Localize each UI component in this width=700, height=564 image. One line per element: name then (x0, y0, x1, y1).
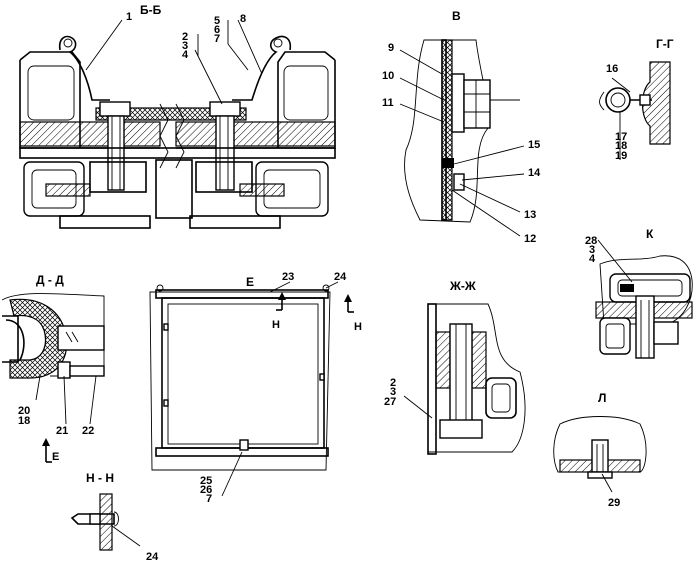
label-29: 29 (608, 497, 620, 509)
label-15: 15 (528, 139, 540, 151)
label-23: 23 (282, 271, 294, 283)
view-dd-glass (57, 325, 105, 351)
view-gg-seal-tube (605, 87, 631, 113)
view-zhzh: Ж-Ж 2 3 27 (384, 279, 526, 455)
label-10: 10 (382, 70, 394, 82)
view-dd-title: Д - Д (36, 273, 64, 287)
view-v: В 9 10 11 15 14 13 12 (382, 9, 541, 245)
view-l-title: Л (598, 391, 606, 405)
label-22: 22 (82, 425, 94, 437)
label-13: 13 (524, 209, 536, 221)
label-1: 1 (126, 11, 132, 23)
left-hinge-curl (58, 35, 110, 101)
label-7-e: 7 (206, 493, 212, 505)
label-17: 17 (615, 131, 627, 143)
right-hollow-box (277, 51, 336, 148)
view-k: К 28 3 4 (585, 227, 693, 359)
label-6: 6 (214, 24, 220, 36)
view-dd-seal (9, 298, 68, 379)
upper-plate-right (175, 121, 336, 147)
label-4: 4 (182, 49, 189, 61)
view-e: Е 23 24 25 26 7 Н Н (149, 271, 362, 505)
label-2: 2 (182, 31, 188, 43)
label-27: 27 (384, 396, 396, 408)
label-3: 3 (182, 40, 188, 52)
label-21: 21 (56, 425, 68, 437)
view-dd: Д - Д 20 18 21 22 Е (1, 273, 105, 463)
view-nn-panel (99, 493, 113, 551)
label-26: 26 (200, 484, 212, 496)
bolt-right (209, 101, 241, 191)
label-11: 11 (382, 97, 394, 109)
view-dd-section-marker: Е (52, 451, 59, 463)
view-zhzh-bolt (449, 323, 473, 429)
label-3-zhzh: 3 (390, 386, 396, 398)
label-9: 9 (388, 42, 394, 54)
view-bb: Б-Б (19, 3, 336, 229)
seal-strip (95, 107, 247, 121)
label-4-k: 4 (589, 253, 596, 265)
view-l: Л 29 (553, 391, 647, 509)
view-zhzh-title: Ж-Ж (449, 279, 476, 293)
label-7: 7 (214, 33, 220, 45)
bolt-left (99, 101, 131, 191)
label-20: 20 (18, 405, 30, 417)
label-5: 5 (214, 15, 220, 27)
label-3-k: 3 (589, 244, 595, 256)
view-gg: Г-Г 16 17 18 19 (599, 37, 674, 162)
label-16: 16 (606, 63, 618, 75)
label-25: 25 (200, 475, 212, 487)
view-k-title: К (646, 227, 654, 241)
view-gg-title: Г-Г (656, 37, 674, 51)
view-gg-profile (641, 61, 671, 145)
label-8: 8 (240, 13, 246, 25)
view-k-bolt (635, 295, 655, 359)
view-e-section-marker-right: Н (354, 321, 362, 333)
view-e-window-frame (161, 297, 325, 449)
label-24-e: 24 (334, 271, 347, 283)
label-18: 18 (615, 140, 627, 152)
view-e-title: Е (246, 275, 254, 289)
view-bb-title: Б-Б (140, 3, 162, 17)
view-nn-title: Н - Н (86, 471, 114, 485)
label-24-nn: 24 (146, 551, 159, 563)
label-18-dd: 18 (18, 415, 30, 427)
label-28: 28 (585, 235, 597, 247)
view-zhzh-outline (427, 303, 526, 453)
view-nn: Н - Н 24 (70, 471, 159, 563)
view-v-nut (463, 79, 491, 129)
label-2-zhzh: 2 (390, 377, 396, 389)
view-v-title: В (452, 9, 461, 23)
view-l-bolt (591, 439, 609, 473)
label-12: 12 (524, 233, 536, 245)
right-hinge-curl (232, 35, 292, 101)
view-e-section-marker-left: Н (272, 319, 280, 331)
view-v-glass-seal (441, 39, 453, 221)
label-19: 19 (615, 150, 627, 162)
label-14: 14 (528, 167, 541, 179)
upper-plate-left (19, 121, 161, 147)
